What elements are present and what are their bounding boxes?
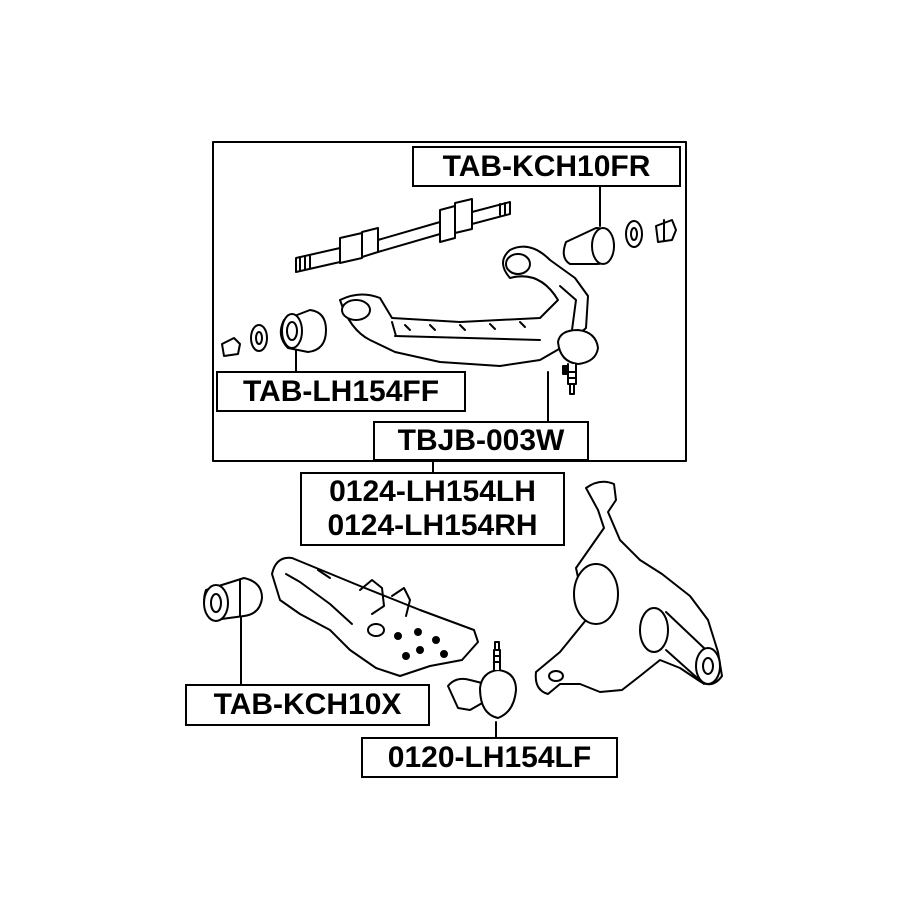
steering-knuckle <box>534 480 723 695</box>
label-upper-ball-joint: TBJB-003W <box>373 421 589 461</box>
front-bushing-set <box>562 219 677 265</box>
label-upper-arm-part-numbers: 0124-LH154LH 0124-LH154RH <box>300 472 565 546</box>
upper-arm-shaft <box>295 198 511 273</box>
label-lower-ball-joint: 0120-LH154LF <box>361 737 618 778</box>
rear-bushing-set <box>221 309 327 357</box>
label-upper-arm-lh: 0124-LH154LH <box>329 474 536 508</box>
lower-control-arm <box>271 556 479 677</box>
label-upper-rear-bushing: TAB-LH154FF <box>216 371 466 412</box>
upper-control-arm <box>339 245 589 367</box>
lower-arm-bushing <box>203 577 263 622</box>
label-lower-arm-bushing: TAB-KCH10X <box>185 684 430 726</box>
label-upper-front-bushing: TAB-KCH10FR <box>412 146 681 187</box>
lower-ball-joint <box>447 641 517 719</box>
label-upper-arm-rh: 0124-LH154RH <box>327 509 538 542</box>
upper-ball-joint <box>557 329 599 395</box>
upper-assembly-frame <box>212 141 687 462</box>
